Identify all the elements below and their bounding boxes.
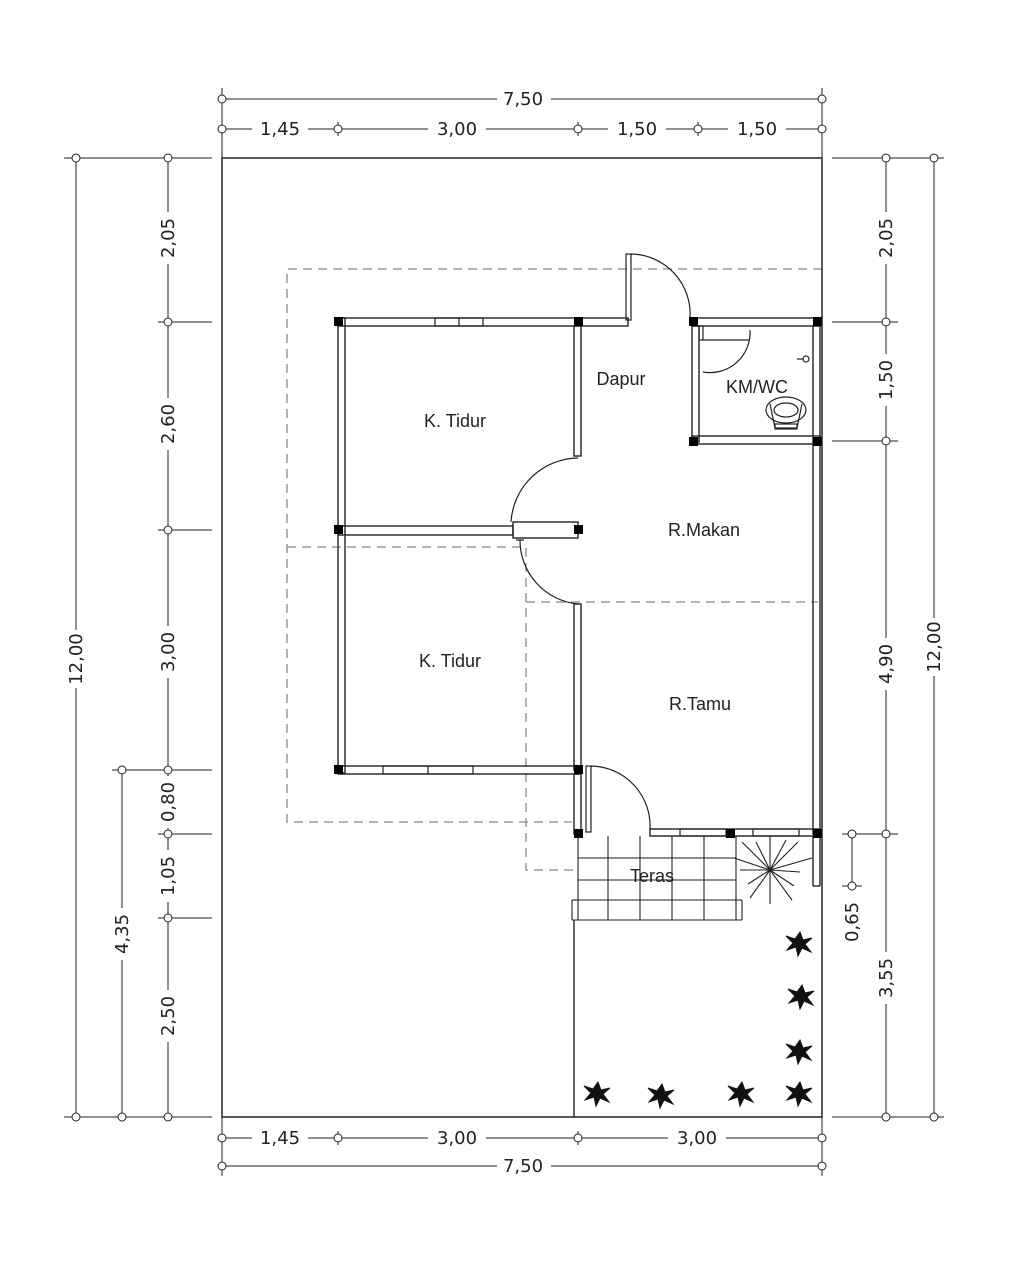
toilet-icon — [765, 396, 807, 430]
tap-icon — [797, 355, 810, 363]
dim-right-segment: 3,55 — [876, 958, 897, 998]
dim-left-total: 12,00 — [66, 633, 87, 685]
room-label-living: R.Tamu — [669, 694, 731, 714]
plant-icon — [787, 983, 815, 1011]
plant-icon — [785, 1080, 813, 1108]
room-label-bedroom-2: K. Tidur — [419, 651, 481, 671]
dim-top-segment: 1,45 — [260, 119, 300, 140]
plant-icon — [727, 1080, 755, 1108]
dim-top-segment: 3,00 — [437, 119, 477, 140]
dim-right-segment: 2,05 — [876, 218, 897, 258]
dim-right-inner: 0,65 — [842, 902, 863, 942]
room-label-dining: R.Makan — [668, 520, 740, 540]
dim-left-segment: 1,05 — [158, 856, 179, 896]
large-plant-icon — [733, 836, 813, 904]
room-label-terrace: Teras — [630, 866, 674, 886]
dim-left-inner: 4,35 — [112, 914, 133, 954]
dimension-lines — [64, 88, 944, 1176]
dim-bottom-segment: 1,45 — [260, 1128, 300, 1149]
dim-top-segment: 1,50 — [737, 119, 777, 140]
small-plant-icons — [583, 930, 815, 1110]
dim-right-segment: 1,50 — [876, 360, 897, 400]
dimension-markers — [71, 94, 939, 1171]
dim-bottom-segment: 3,00 — [677, 1128, 717, 1149]
dim-top-segment: 1,50 — [617, 119, 657, 140]
dim-left-segment: 2,50 — [158, 996, 179, 1036]
plant-icon — [647, 1082, 675, 1110]
plant-icon — [785, 1038, 813, 1066]
terrace-tiles — [571, 836, 743, 921]
dim-left-segment: 0,80 — [158, 782, 179, 822]
dim-top-total: 7,50 — [503, 89, 543, 110]
plant-icon — [785, 930, 813, 958]
doors — [510, 253, 751, 833]
dim-bottom-total: 7,50 — [503, 1156, 543, 1177]
room-label-bathroom: KM/WC — [726, 377, 788, 397]
dim-bottom-segment: 3,00 — [437, 1128, 477, 1149]
dimension-label-backgrounds — [65, 88, 945, 1177]
roof-outline — [286, 268, 822, 871]
dim-right-total: 12,00 — [924, 621, 945, 673]
columns — [334, 317, 822, 838]
dim-left-segment: 3,00 — [158, 632, 179, 672]
room-label-kitchen: Dapur — [596, 369, 645, 389]
dim-left-segment: 2,05 — [158, 218, 179, 258]
dim-left-segment: 2,60 — [158, 404, 179, 444]
plant-icon — [583, 1080, 611, 1108]
site-boundary — [221, 157, 823, 1118]
windows — [382, 317, 800, 837]
dim-right-segment: 4,90 — [876, 644, 897, 684]
room-label-bedroom-1: K. Tidur — [424, 411, 486, 431]
